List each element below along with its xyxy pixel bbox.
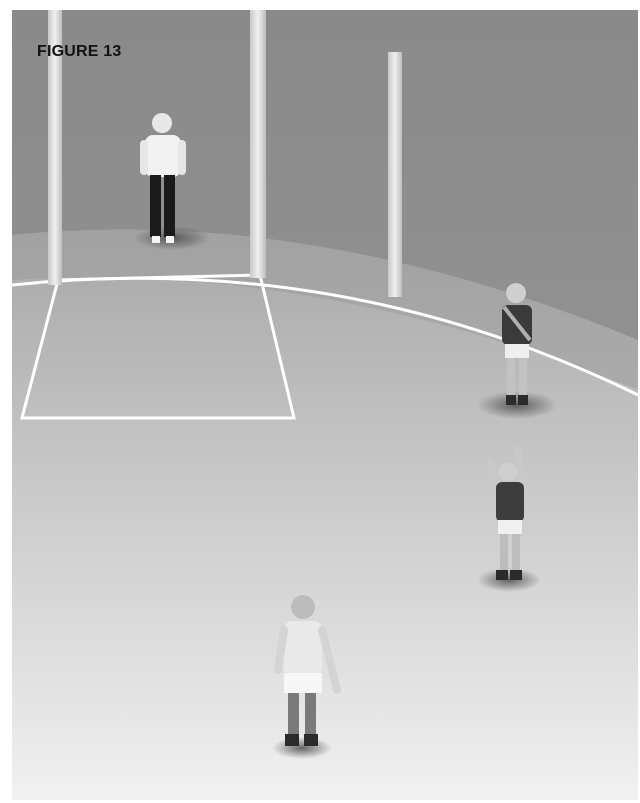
player-shadow — [272, 737, 332, 759]
football-scene — [12, 10, 638, 800]
center-goal-post — [250, 10, 266, 278]
player-shadow — [477, 568, 541, 592]
player-shadow — [477, 391, 557, 419]
umpire-head — [152, 113, 172, 133]
figure-label: FIGURE 13 — [37, 43, 122, 61]
player-head — [291, 595, 315, 619]
player-head — [499, 463, 517, 481]
player-head — [506, 283, 526, 303]
figure-illustration: FIGURE 13 — [12, 10, 638, 800]
right-behind-post — [388, 52, 402, 297]
umpire-shirt — [145, 135, 181, 177]
player-guernsey — [284, 621, 322, 675]
player-guernsey — [496, 482, 524, 522]
